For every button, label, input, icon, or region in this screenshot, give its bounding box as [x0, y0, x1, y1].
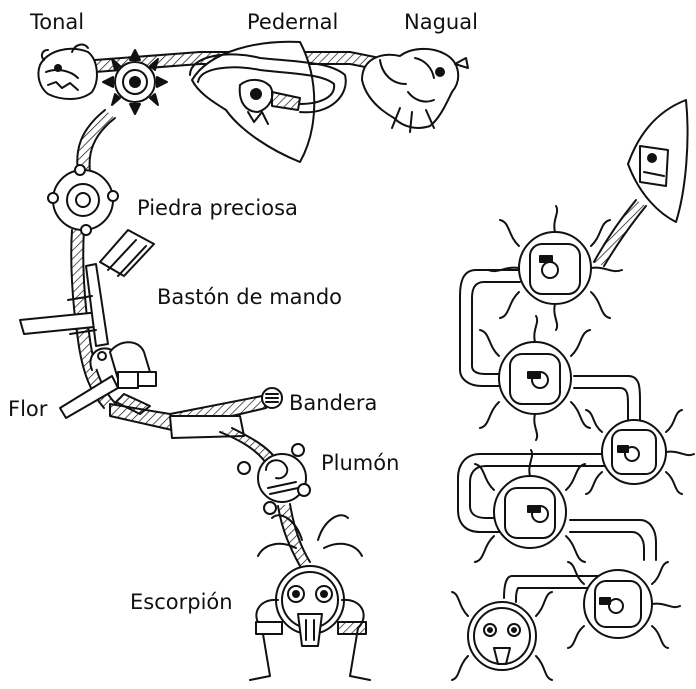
right-disc-5: [568, 562, 680, 648]
label-nagual: Nagual: [404, 12, 478, 33]
nagual-glyph: [362, 49, 468, 132]
label-plumon: Plumón: [321, 453, 399, 474]
escorpion-cord: [278, 504, 310, 566]
bandera-glyph: [262, 388, 282, 408]
label-pedernal: Pedernal: [247, 12, 338, 33]
piedra-preciosa-glyph: [48, 165, 118, 235]
label-piedra-preciosa: Piedra preciosa: [137, 198, 298, 219]
baston-glyph: [20, 230, 154, 346]
label-escorpion: Escorpión: [130, 592, 233, 613]
right-face-disc: [452, 592, 552, 680]
label-baston-de-mando: Bastón de mando: [157, 287, 342, 308]
label-bandera: Bandera: [289, 393, 377, 414]
sun-glyph: [103, 50, 167, 114]
right-disc-2: [480, 316, 590, 440]
escorpion-glyph: [250, 515, 370, 680]
tonal-head-glyph: [38, 45, 97, 99]
right-disc-1: [488, 206, 622, 330]
right-figure: [452, 100, 694, 680]
left-figure: [20, 42, 468, 680]
right-disc-3: [586, 410, 694, 494]
plumon-glyph: [238, 444, 310, 514]
label-flor: Flor: [8, 399, 47, 420]
label-tonal: Tonal: [30, 12, 84, 33]
right-cord-top: [594, 200, 646, 266]
